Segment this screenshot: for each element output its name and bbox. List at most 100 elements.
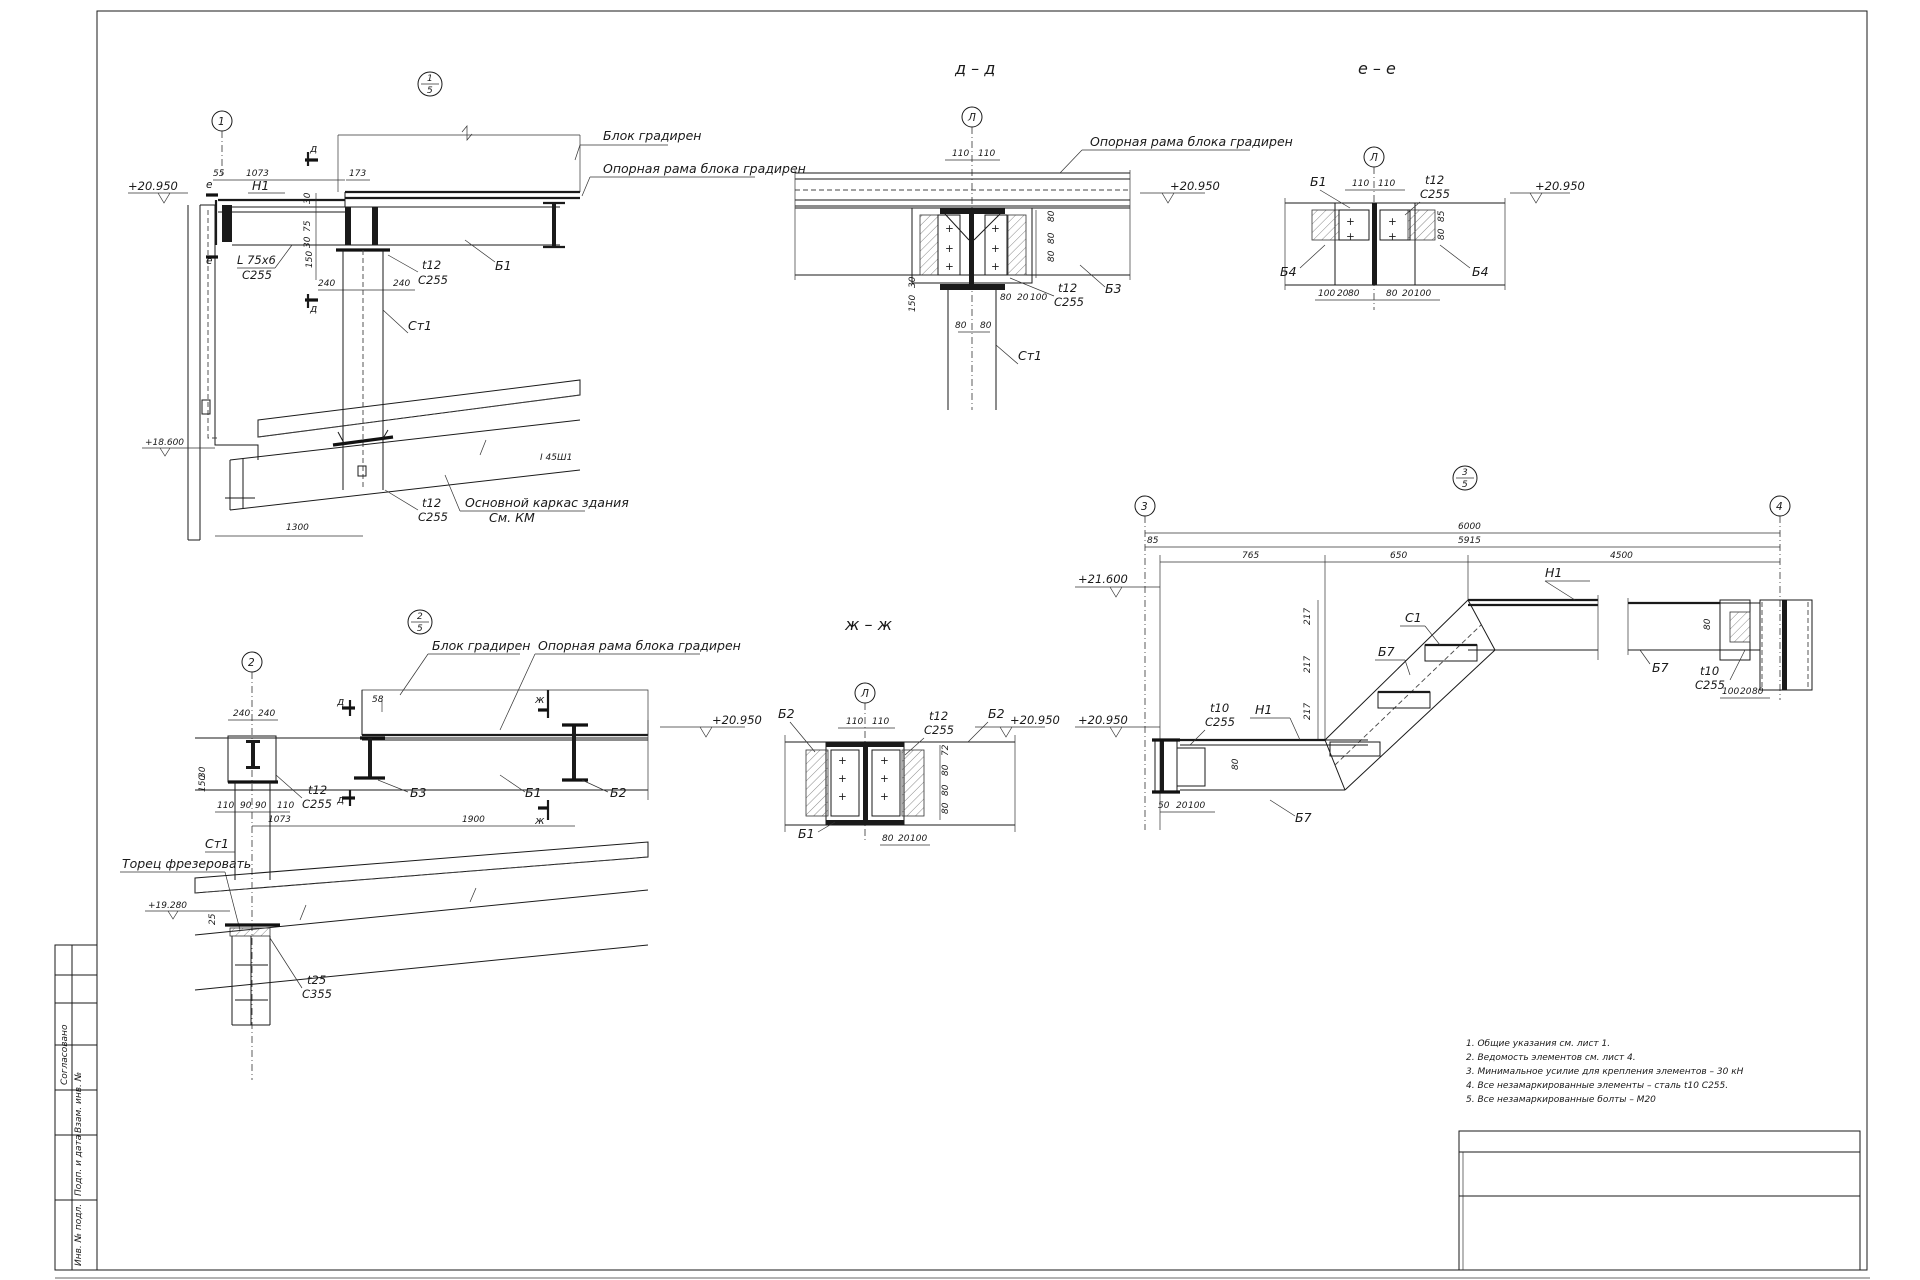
dim-ee-110a: 110 [1352,179,1369,189]
label-1-l75: L 75х6 [237,253,276,267]
dim-3-217c: 217 [1303,703,1313,720]
section-ee: е – е Л +20.950 + + + + 110 110 Б1 t12 С… [1280,59,1585,310]
label-zh-b2b: Б2 [988,706,1005,721]
dim-3-100b: 100 [1722,687,1739,697]
dim-3-217a: 217 [1303,608,1313,625]
sec-mark-zh-top: ж [534,694,545,706]
label-3-b7-a: Б7 [1378,644,1395,659]
note-5: 5. Все незамаркированные болты – М20 [1466,1095,1656,1105]
dim-3-6000: 6000 [1458,522,1481,532]
svg-text:+: + [945,261,954,273]
label-dd-ct1: Ст1 [1018,348,1042,363]
dim-2-240a: 240 [233,709,250,719]
dim-3-85: 85 [1147,536,1159,546]
sec-mark-d2-bot: д [336,794,344,806]
dim-1-240a: 240 [318,279,335,289]
axis-3-label: 3 [1141,501,1148,513]
label-1-t12-b: t12 [422,496,441,510]
label-3-c1: С1 [1405,610,1422,625]
dim-3-4500: 4500 [1610,551,1633,561]
label-dd-t12-c255: С255 [1054,295,1084,309]
sec-mark-d2-top: д [336,696,344,708]
svg-text:+: + [1388,216,1397,228]
dim-zh-110a: 110 [846,717,863,727]
callout-3-top: 3 [1462,468,1468,478]
label-2-blok: Блок градирен [432,638,530,653]
dim-zh-20: 20 [898,834,910,844]
callout-1-bottom: 5 [427,86,433,96]
dim-3-80c: 80 [1752,687,1764,697]
label-1-t12-c255: С255 [418,273,448,287]
dim-3-765: 765 [1242,551,1259,561]
note-2: 2. Ведомость элементов см. лист 4. [1466,1053,1636,1063]
dim-2-1900: 1900 [462,815,485,825]
axis-l1: Л [967,112,976,124]
dim-dd-80a: 80 [1047,232,1057,244]
dim-2-30: 30 [198,766,208,778]
label-ee-c255: С255 [1420,187,1450,201]
sec-mark-zh-bot: ж [534,815,545,827]
dim-dd-100: 100 [1030,293,1047,303]
dim-2-240b: 240 [258,709,275,719]
dim-55: 55 [213,169,225,179]
svg-text:+: + [1346,231,1355,243]
label-3-t10-r-c255: С255 [1695,678,1725,692]
dim-2-58: 58 [372,695,384,705]
label-2-t12-c255: С255 [302,797,332,811]
label-3-h1-bot: Н1 [1255,702,1272,717]
label-3-b7-c: Б7 [1652,660,1669,675]
dim-dd-20: 20 [1017,293,1029,303]
elev-1-20950: +20.950 [128,179,178,193]
label-zh-t12: t12 [929,709,948,723]
dim-2-1073: 1073 [268,815,291,825]
label-3-t10: t10 [1210,701,1229,715]
label-2-ct1: Ст1 [205,836,229,851]
dim-3-217b: 217 [1303,656,1313,673]
label-1-t12: t12 [422,258,441,272]
dim-ee-20a: 20 [1337,289,1349,299]
label-1-blok: Блок градирен [603,128,701,143]
dim-ee-100b: 100 [1414,289,1431,299]
elev-2-20950: +20.950 [712,713,762,727]
label-3-t10-c255: С255 [1205,715,1235,729]
dim-2-90a: 90 [240,801,252,811]
label-2-c355: С355 [302,987,332,1001]
dim-1-75: 75 [303,220,313,232]
label-2-rama: Опорная рама блока градирен [538,638,741,653]
svg-text:+: + [991,223,1000,235]
svg-text:+: + [838,773,847,785]
dim-1-30a: 30 [303,192,313,204]
label-1-km: См. КМ [489,510,535,525]
note-1: 1. Общие указания см. лист 1. [1466,1039,1610,1049]
label-1-t12-b-c255: С255 [418,510,448,524]
label-1-ct1: Ст1 [408,318,432,333]
svg-text:+: + [1346,216,1355,228]
node-1-detail: 1 5 1 +20.950 +18.600 55 1073 173 Н1 [128,71,806,541]
dim-zh-80c: 80 [941,802,951,814]
axis-l2: Л [1369,152,1378,164]
dim-dd-110a: 110 [952,149,969,159]
sec-mark-e-top: е [206,179,212,191]
dim-zh-100: 100 [910,834,927,844]
dim-dd-150: 150 [908,295,918,312]
label-1-h1: Н1 [252,178,269,193]
note-4: 4. Все незамаркированные элементы – стал… [1466,1081,1728,1091]
label-zh-b2a: Б2 [778,706,795,721]
axis-1-label: 1 [218,116,225,128]
dim-3-80b: 80 [1703,618,1713,630]
dim-dd-80d: 80 [980,321,992,331]
dim-2-110a: 110 [217,801,234,811]
label-ee-b1: Б1 [1310,174,1327,189]
dim-1-240b: 240 [393,279,410,289]
stamp-podp: Подп. и дата [74,1135,84,1196]
elev-dd-20950: +20.950 [1170,179,1220,193]
dim-ee-100a: 100 [1318,289,1335,299]
svg-text:+: + [880,755,889,767]
elev-ee-20950: +20.950 [1535,179,1585,193]
label-2-b1: Б1 [525,785,542,800]
elev-1-18600: +18.600 [145,438,184,448]
svg-text:+: + [880,773,889,785]
label-2-b3: Б3 [410,785,427,800]
label-zh-c255: С255 [924,723,954,737]
title-block [1458,1130,1861,1271]
